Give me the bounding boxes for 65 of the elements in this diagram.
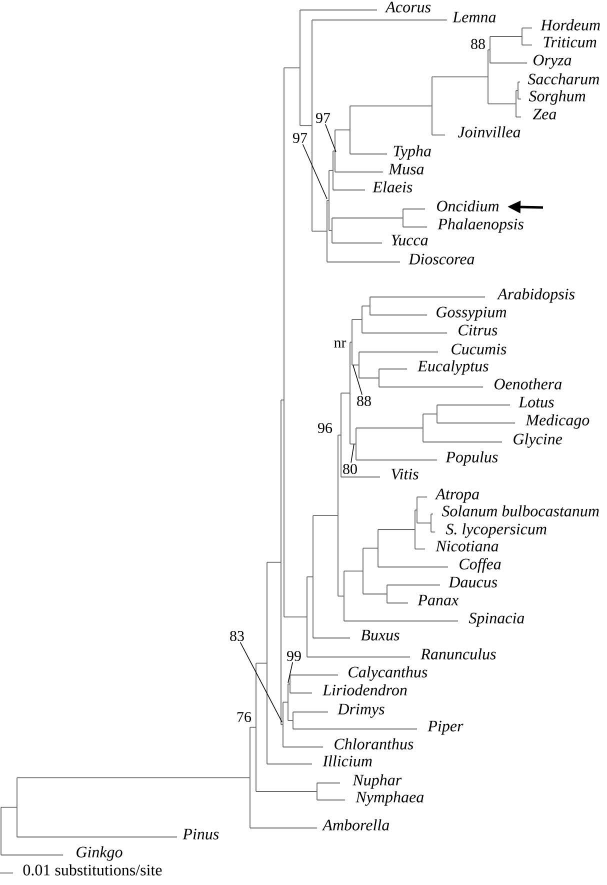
- leader-line: [288, 662, 294, 684]
- taxon-name: Joinvillea: [458, 126, 520, 138]
- taxon-name: Hordeum: [540, 19, 600, 30]
- taxon-name: Elaeis: [372, 181, 412, 192]
- leader-line: [350, 444, 354, 464]
- taxon-name: Nicotiana: [436, 540, 498, 552]
- taxon-name: Arabidopsis: [496, 288, 575, 303]
- taxon-name: Citrus: [458, 324, 498, 336]
- taxon-name: Amborella: [322, 819, 390, 830]
- taxon-name: Chloranthus: [334, 738, 414, 750]
- taxon-name: Sorghum: [528, 90, 586, 105]
- taxon-name: Atropa: [434, 488, 479, 503]
- taxon-name: Musa: [388, 164, 424, 174]
- support-value: 80: [343, 464, 357, 474]
- support-value: 96: [318, 422, 332, 434]
- taxon-name: Glycine: [514, 433, 562, 448]
- taxon-name: Pinus: [182, 828, 219, 840]
- taxon-name: Eucalyptus: [418, 360, 488, 375]
- taxon-name: Oncidium: [437, 200, 499, 212]
- taxon-name: Zea: [532, 108, 556, 120]
- taxon-name: Piper: [428, 720, 464, 735]
- leader-line: [325, 124, 336, 152]
- support-value: 83: [230, 630, 244, 642]
- taxon-name: Cucumis: [452, 344, 506, 354]
- taxon-name: Yucca: [392, 234, 428, 246]
- taxon-name: Solanum bulbocastanum: [442, 505, 599, 516]
- taxon-name: Populus: [446, 451, 498, 466]
- taxon-name: Illicium: [322, 755, 372, 766]
- taxon-name: Gossypium: [436, 306, 506, 321]
- taxon-name: Calycanthus: [348, 666, 428, 681]
- taxon-name: Saccharum: [528, 73, 600, 84]
- taxon-name: Phalaenopsis: [438, 218, 524, 233]
- taxon-name: Nuphar: [352, 774, 402, 789]
- support-value: 97: [316, 112, 330, 124]
- support-value: 88: [357, 396, 371, 406]
- taxon-name: Acorus: [384, 2, 431, 12]
- taxon-name: Liriodendron: [322, 684, 407, 696]
- taxon-name: Spinacia: [468, 612, 524, 627]
- taxon-name: Daucus: [448, 576, 498, 588]
- taxon-name: Oryza: [534, 54, 572, 69]
- taxon-name: Coffea: [460, 558, 501, 573]
- leader-line: [302, 144, 328, 200]
- taxon-name: Buxus: [360, 630, 400, 640]
- taxon-name: Ginkgo: [76, 846, 122, 861]
- leader-line: [352, 364, 362, 396]
- taxon-name: Lotus: [518, 396, 554, 408]
- taxon-name: S. lycopersicum: [446, 523, 546, 538]
- taxon-name: Ranunculus: [420, 648, 496, 660]
- taxon-name: Triticum: [544, 36, 596, 48]
- support-value: 97: [293, 132, 308, 144]
- taxon-name: Panax: [418, 594, 458, 606]
- taxon-name: Vitis: [392, 468, 418, 480]
- support-value: 76: [238, 712, 252, 722]
- support-value: nr: [334, 340, 346, 348]
- taxon-name: Drimys: [338, 704, 384, 718]
- taxon-name: Oenothera: [494, 378, 562, 390]
- taxon-name: Typha: [394, 145, 431, 160]
- taxon-name: Lemna: [452, 12, 496, 22]
- scale-label: 0.01 substitutions/site: [23, 864, 162, 876]
- taxon-name: Medicago: [526, 414, 590, 429]
- leader-line: [240, 642, 282, 722]
- taxon-name: Nymphaea: [356, 791, 424, 806]
- support-value: 88: [471, 38, 485, 50]
- support-value: 99: [287, 650, 301, 662]
- taxon-name: Dioscorea: [408, 254, 474, 264]
